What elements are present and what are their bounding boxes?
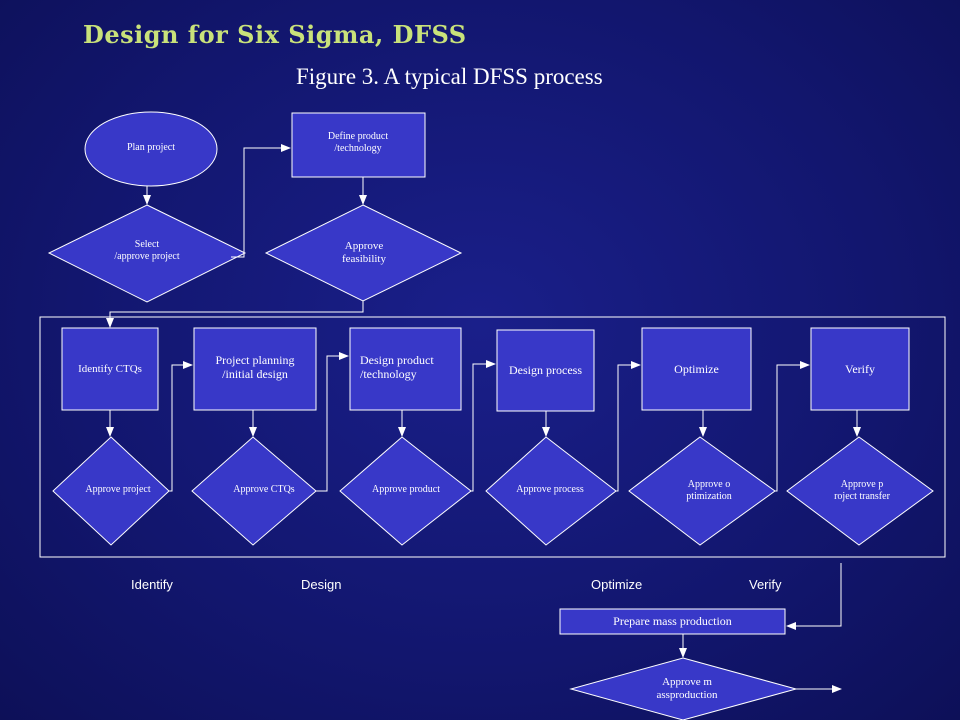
- stage-label-project-planning: Project planning /initial design: [215, 353, 295, 382]
- stage-box-verify: [810, 327, 910, 411]
- stage-label-design-process: Design process: [509, 363, 582, 377]
- gate-label-approve-product: Approve product: [371, 484, 441, 495]
- gate-approve-project: [52, 436, 170, 546]
- figure-title: Figure 3. A typical DFSS process: [296, 64, 603, 89]
- phase-label-identify: Identify: [131, 577, 173, 592]
- stage-box-identify-ctqs: [61, 327, 159, 411]
- define-product-label: Define product /technology: [327, 131, 389, 154]
- gate-label-approve-transfer: Approve p roject transfer: [834, 479, 890, 502]
- stage-label-verify: Verify: [845, 362, 875, 376]
- select-project-label: Select /approve project: [114, 239, 180, 262]
- prepare-mass-production-label: Prepare mass production: [613, 614, 732, 628]
- connector: [106, 301, 364, 328]
- stage-label-optimize: Optimize: [674, 362, 719, 376]
- stage-label-identify-ctqs: Identify CTQs: [78, 363, 142, 375]
- stage-label-design-product: Design product /technology: [360, 353, 434, 382]
- connector: [231, 144, 291, 258]
- gate-approve-process: [485, 436, 617, 546]
- gate-label-approve-project: Approve project: [85, 484, 151, 495]
- stage-box-project-planning: [193, 327, 317, 411]
- gate-label-approve-process: Approve process: [516, 484, 584, 495]
- phase-label-design: Design: [301, 577, 342, 592]
- plan-project-node: [84, 111, 218, 187]
- gate-approve-ctqs: [191, 436, 317, 546]
- connector: [786, 563, 842, 630]
- prepare-mass-production-node: [559, 608, 786, 635]
- phase-label-optimize: Optimize: [591, 577, 643, 592]
- approve-feasibility-label: Approve feasibility: [342, 240, 386, 266]
- approve-mass-production-label: Approve m assproduction: [656, 676, 718, 702]
- gate-approve-optimization: [628, 436, 776, 546]
- define-product-node: [291, 112, 426, 178]
- gate-approve-transfer: [786, 436, 934, 546]
- gate-label-approve-optimization: Approve o ptimization: [686, 479, 732, 502]
- connector: [316, 352, 349, 492]
- stage-frame: [39, 316, 946, 558]
- phase-label-verify: Verify: [749, 577, 782, 592]
- stage-box-design-process: [496, 329, 595, 412]
- connector: [775, 361, 810, 492]
- connector: [616, 361, 641, 492]
- slide-title: Design for Six Sigma, DFSS: [83, 20, 467, 49]
- stage-box-design-product: [349, 327, 462, 411]
- approve-mass-production-gate: [569, 657, 798, 720]
- gate-label-approve-ctqs: Approve CTQs: [233, 484, 295, 495]
- connector: [471, 360, 496, 492]
- connector: [169, 361, 193, 492]
- select-project-gate: [47, 204, 247, 303]
- stage-box-optimize: [641, 327, 752, 411]
- gate-approve-product: [339, 436, 472, 546]
- plan-project-label: Plan project: [126, 142, 176, 153]
